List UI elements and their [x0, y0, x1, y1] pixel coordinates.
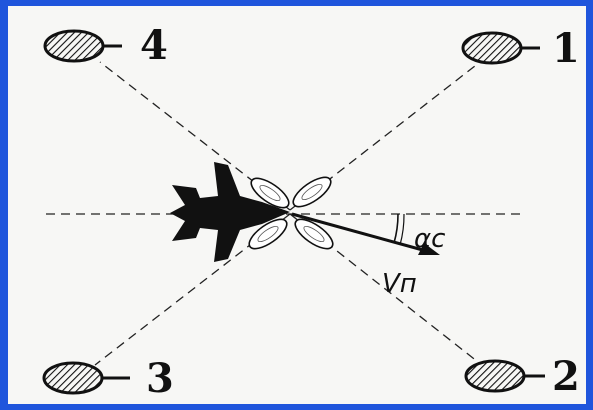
line-to-antenna-3: [94, 213, 291, 366]
antenna-4-label: 4: [140, 22, 168, 69]
antenna-3-icon: [42, 361, 130, 395]
angle-label: αc: [414, 224, 445, 254]
antenna-3-label: 3: [146, 355, 174, 402]
antenna-1-icon: [461, 31, 540, 65]
line-to-antenna-2: [289, 213, 479, 363]
velocity-label: Vп: [382, 269, 417, 299]
antenna-4-icon: [43, 29, 122, 63]
aircraft-icon: [170, 162, 290, 262]
drift-angle-arc: [393, 213, 399, 244]
lobe-detail: [257, 183, 325, 243]
line-to-antenna-4: [99, 61, 291, 211]
antenna-2-icon: [464, 359, 545, 393]
antenna-2-label: 2: [552, 353, 580, 400]
velocity-vector-arrow: [291, 212, 440, 255]
antenna-1-label: 1: [552, 25, 580, 72]
line-to-antenna-1: [289, 61, 481, 211]
